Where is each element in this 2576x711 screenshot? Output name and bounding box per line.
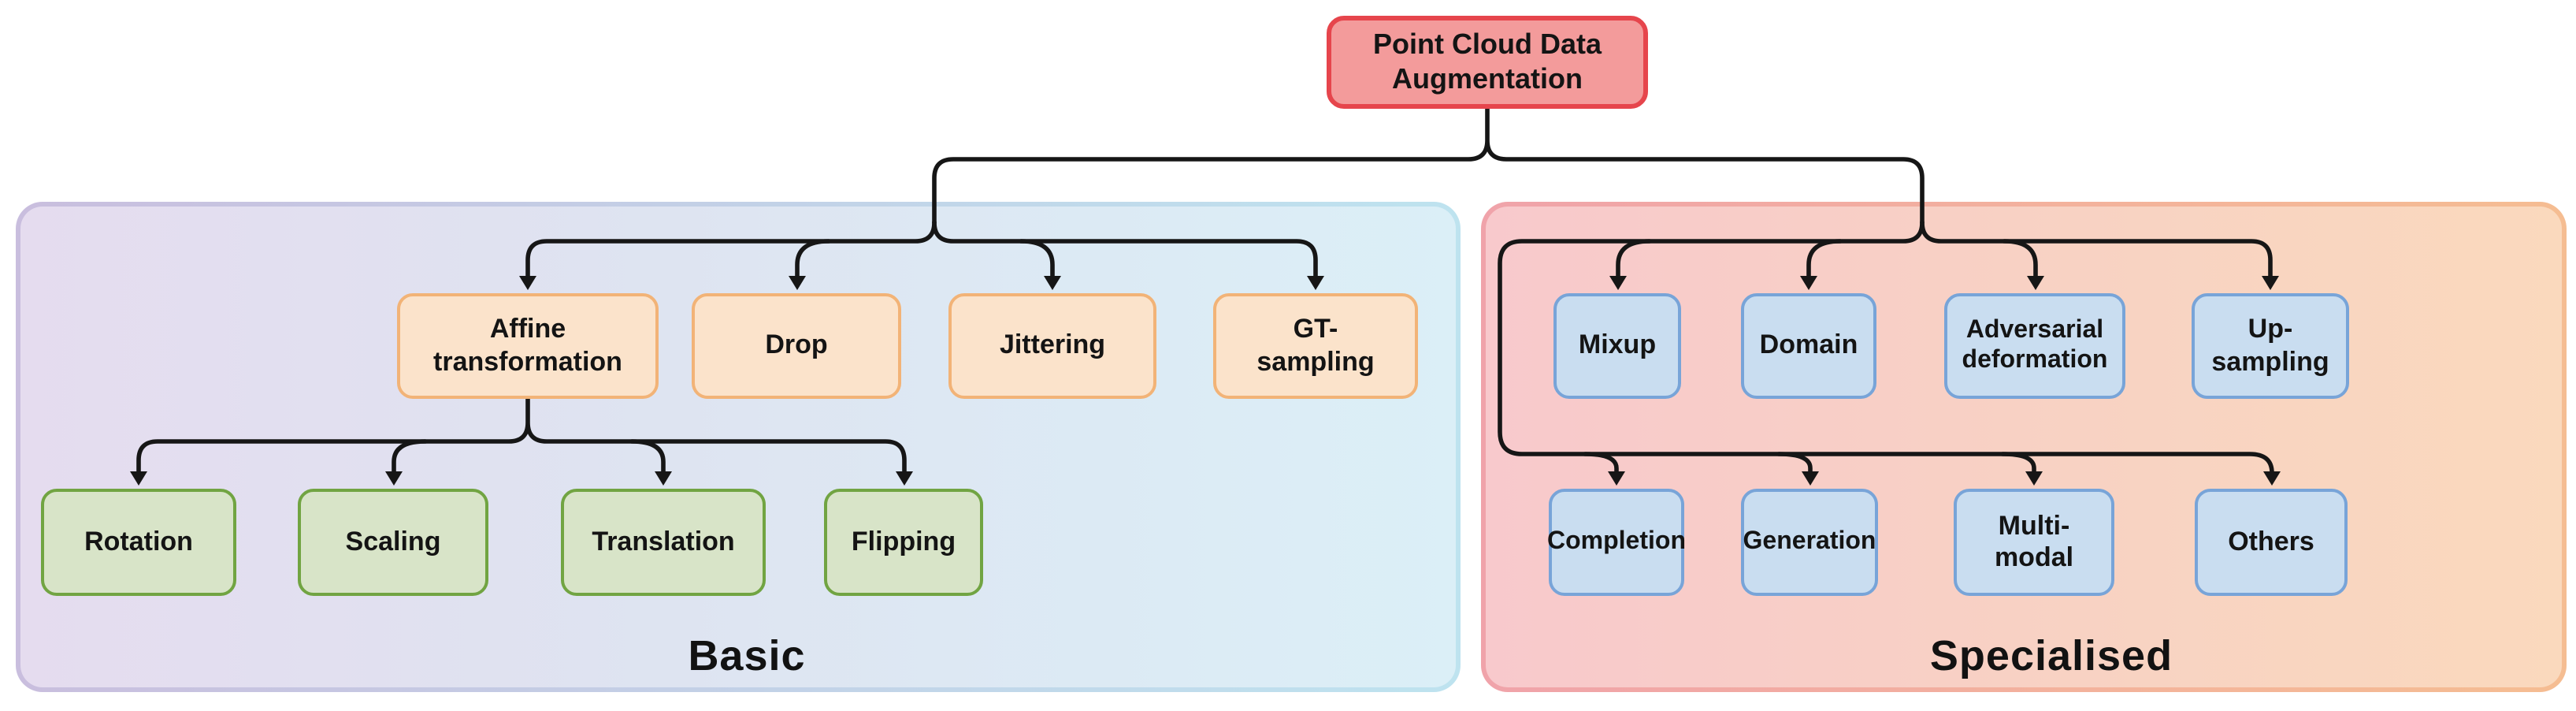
node-adversarial-deformation: Adversarial deformation [1944,293,2125,399]
node-rotation: Rotation [41,489,236,596]
node-mixup: Mixup [1553,293,1681,399]
panel-basic [16,202,1461,692]
node-drop: Drop [692,293,901,399]
node-gt-sampling: GT- sampling [1213,293,1418,399]
node-others: Others [2195,489,2348,596]
label-basic: Basic [688,632,806,679]
panel-basic-background [20,207,1456,687]
node-point-cloud-data-augmentation: Point Cloud Data Augmentation [1327,16,1648,109]
label-specialised: Specialised [1929,632,2173,679]
node-jittering: Jittering [948,293,1156,399]
node-flipping: Flipping [824,489,983,596]
node-generation: Generation [1741,489,1878,596]
arrowheads [130,276,2281,486]
node-affine-transformation: Affine transformation [397,293,659,399]
node-up-sampling: Up- sampling [2192,293,2349,399]
panel-specialised [1481,202,2567,692]
node-translation: Translation [561,489,766,596]
node-scaling: Scaling [298,489,488,596]
node-multi-modal: Multi- modal [1954,489,2114,596]
node-completion: Completion [1547,489,1686,596]
node-domain: Domain [1741,293,1876,399]
panel-specialised-background [1486,207,2562,687]
